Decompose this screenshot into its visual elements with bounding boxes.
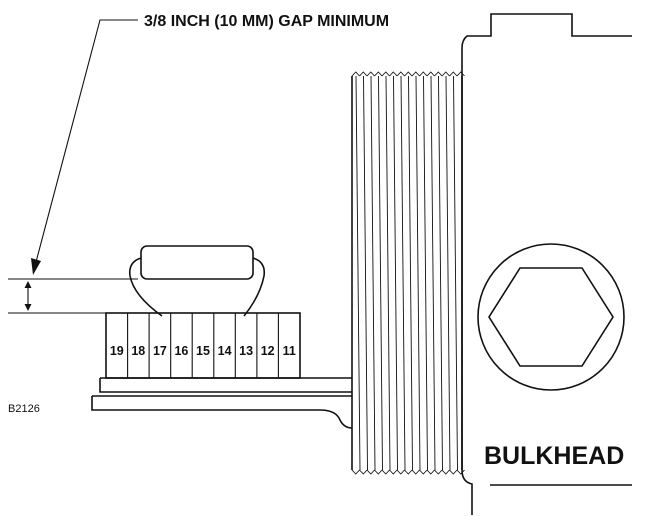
terminal-number: 13 [239, 344, 253, 358]
thread-line [438, 75, 443, 471]
thread-crest [359, 71, 368, 77]
thread-crest [449, 71, 458, 77]
thread-crest [456, 469, 465, 475]
thread-line [370, 75, 376, 471]
thread-crest [374, 469, 383, 475]
gap-callout-label: 3/8 INCH (10 MM) GAP MINIMUM [144, 13, 389, 30]
thread-crest [381, 469, 390, 475]
gap-dimension [8, 278, 138, 314]
bulkhead [461, 13, 632, 515]
thread-crest [411, 469, 420, 475]
thread-line [430, 75, 436, 471]
thread-crest [411, 71, 420, 77]
thread-crest [426, 469, 435, 475]
thread-line [400, 75, 406, 471]
thread-line [378, 75, 383, 471]
thread-crest [434, 71, 443, 77]
thread-crest [456, 71, 465, 77]
thread-crest [426, 71, 435, 77]
thread-line [363, 75, 368, 471]
thread-line [445, 75, 451, 471]
thread-crest [441, 71, 450, 77]
thread-crest [374, 71, 383, 77]
thread-crest [366, 469, 375, 475]
thread-crest [389, 469, 398, 475]
bulkhead-label: BULKHEAD [484, 442, 624, 470]
thread-crest [419, 469, 428, 475]
thread-crest [351, 71, 360, 77]
terminal-number: 19 [110, 344, 124, 358]
thread-line [423, 75, 428, 471]
thread-crest [396, 71, 405, 77]
thread-crest [404, 469, 413, 475]
terminal-number: 14 [218, 344, 232, 358]
terminal-number: 17 [153, 344, 167, 358]
thread-line [453, 75, 458, 471]
thread-line [393, 75, 398, 471]
callout-leader [31, 19, 138, 275]
component [128, 245, 266, 317]
terminal-block: 19 18 17 16 15 14 13 12 11 [105, 312, 301, 379]
thread-line [385, 75, 391, 471]
terminal-block-outline [105, 312, 301, 379]
thread-crest [396, 469, 405, 475]
thread-line [415, 75, 421, 471]
thread-crest [419, 71, 428, 77]
figure-id: B2126 [8, 403, 40, 415]
hex-nut [477, 243, 625, 391]
terminal-number: 16 [174, 344, 188, 358]
terminal-number: 11 [283, 344, 296, 358]
threaded-fitting [351, 71, 465, 475]
thread-crest [434, 469, 443, 475]
thread-crest [449, 469, 458, 475]
thread-crest [389, 71, 398, 77]
thread-crest [404, 71, 413, 77]
thread-crest [359, 469, 368, 475]
thread-crest [351, 469, 360, 475]
thread-crest [381, 71, 390, 77]
base-plate [91, 377, 353, 429]
thread-crest [441, 469, 450, 475]
terminal-number: 12 [261, 344, 275, 358]
thread-crest [366, 71, 375, 77]
thread-line [408, 75, 413, 471]
thread-line [355, 75, 361, 471]
terminal-number: 15 [196, 344, 210, 358]
terminal-number: 18 [131, 344, 145, 358]
